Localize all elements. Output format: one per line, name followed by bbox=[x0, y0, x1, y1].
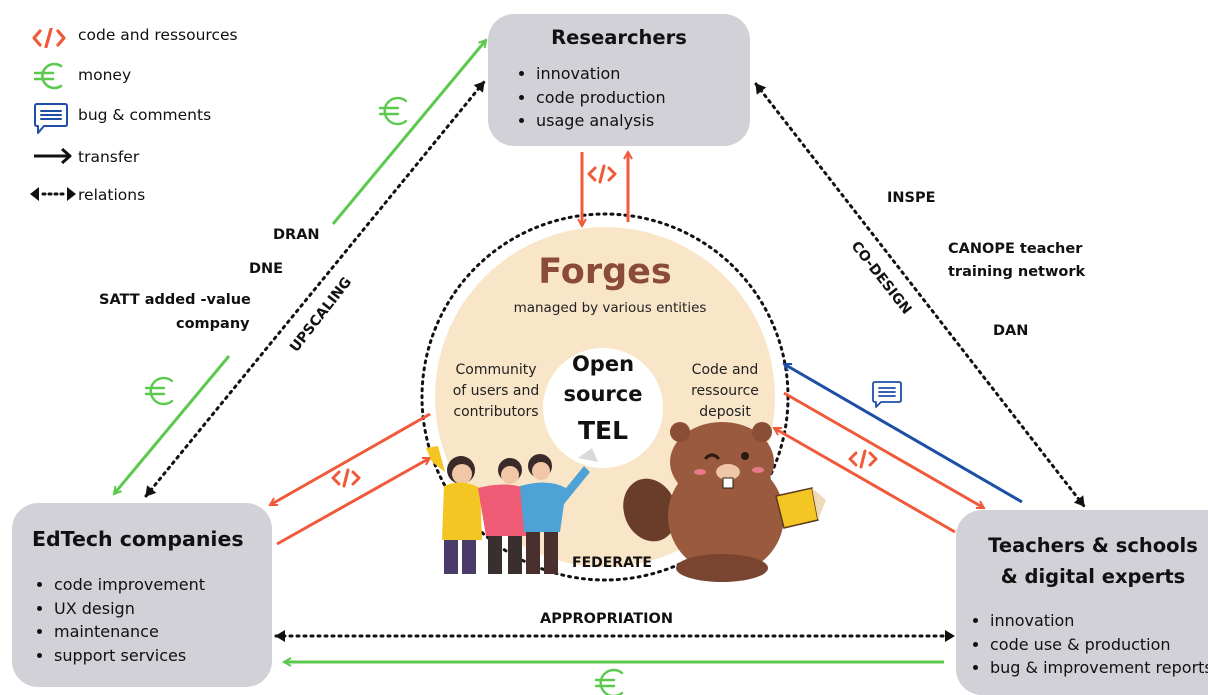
euro-icon bbox=[144, 376, 174, 406]
legend-transfer-label: transfer bbox=[78, 148, 140, 166]
community-line2: of users and bbox=[452, 383, 540, 399]
teachers-title-line2: & digital experts bbox=[1000, 565, 1186, 588]
code-brackets-icon bbox=[32, 28, 66, 48]
canope-label-line2: training network bbox=[948, 264, 1086, 280]
open-source-line3: TEL bbox=[577, 416, 629, 445]
legend-bugs-label: bug & comments bbox=[78, 106, 212, 124]
bug-arrow-teachers-to-forges bbox=[784, 362, 1023, 504]
list-item: code improvement bbox=[54, 573, 205, 597]
list-item: maintenance bbox=[54, 620, 205, 644]
list-item: code use & production bbox=[990, 633, 1208, 657]
legend-code-label: code and ressources bbox=[78, 26, 238, 44]
dran-label: DRAN bbox=[273, 227, 320, 243]
code-arrow-edtech-to-forges bbox=[276, 456, 430, 546]
legend-relations-label: relations bbox=[78, 186, 146, 204]
relation-arrow-researchers-teachers bbox=[754, 82, 1086, 508]
list-item: support services bbox=[54, 644, 205, 668]
list-item: code production bbox=[536, 86, 666, 110]
beaver-illustration bbox=[623, 422, 826, 582]
code-brackets-icon bbox=[587, 164, 617, 184]
relation-arrow-edtech-researchers bbox=[144, 80, 486, 498]
edtech-list: code improvement UX design maintenance s… bbox=[34, 573, 205, 667]
community-line3: contributors bbox=[453, 404, 539, 420]
dan-label: DAN bbox=[993, 323, 1029, 339]
researchers-title: Researchers bbox=[551, 26, 687, 49]
money-arrow-to-researchers bbox=[331, 40, 486, 225]
people-illustration bbox=[426, 446, 598, 574]
satt-label-line2: company bbox=[176, 316, 250, 332]
list-item: innovation bbox=[990, 609, 1208, 633]
code-arrow-forges-to-teachers bbox=[783, 391, 984, 510]
list-item: bug & improvement reports bbox=[990, 656, 1208, 680]
satt-label-line1: SATT added -value bbox=[99, 292, 251, 308]
teachers-list: innovation code use & production bug & i… bbox=[970, 609, 1208, 680]
euro-icon bbox=[34, 62, 63, 90]
researchers-list: innovation code production usage analysi… bbox=[516, 62, 666, 133]
list-item: innovation bbox=[536, 62, 666, 86]
list-item: UX design bbox=[54, 597, 205, 621]
federate-label: FEDERATE bbox=[572, 555, 652, 571]
deposit-line2: ressource bbox=[691, 383, 759, 399]
comment-icon bbox=[872, 381, 902, 408]
community-line1: Community bbox=[455, 362, 537, 378]
relations-arrow-icon bbox=[30, 187, 76, 201]
deposit-line1: Code and bbox=[691, 362, 759, 378]
appropriation-label: APPROPRIATION bbox=[540, 611, 673, 627]
deposit-line3: deposit bbox=[699, 404, 751, 420]
legend-money-label: money bbox=[78, 66, 132, 84]
canope-label-line1: CANOPE teacher bbox=[948, 241, 1083, 257]
forges-subtitle: managed by various entities bbox=[513, 300, 707, 316]
code-brackets-icon bbox=[331, 468, 361, 488]
code-brackets-icon bbox=[848, 449, 878, 469]
teachers-title-line1: Teachers & schools bbox=[988, 534, 1198, 557]
code-arrow-forges-to-edtech bbox=[270, 412, 431, 507]
list-item: usage analysis bbox=[536, 109, 666, 133]
transfer-arrow-icon bbox=[34, 147, 72, 165]
dne-label: DNE bbox=[249, 261, 284, 277]
researchers-box: Researchers innovation code production u… bbox=[488, 14, 750, 146]
legend: code and ressources money bug & comments… bbox=[28, 22, 268, 212]
inspe-label: INSPE bbox=[887, 190, 936, 206]
open-source-line2: source bbox=[563, 382, 643, 406]
open-source-line1: Open bbox=[571, 352, 635, 376]
edtech-box: EdTech companies code improvement UX des… bbox=[12, 503, 272, 687]
forges-title: Forges bbox=[538, 252, 672, 292]
money-arrow-to-edtech bbox=[114, 355, 231, 494]
euro-icon bbox=[378, 96, 408, 126]
open-source-core bbox=[543, 348, 663, 468]
comment-icon bbox=[34, 103, 68, 134]
code-arrow-teachers-to-forges bbox=[774, 426, 956, 534]
euro-icon bbox=[594, 668, 624, 695]
teachers-box: Teachers & schools & digital experts inn… bbox=[956, 510, 1208, 695]
edtech-title: EdTech companies bbox=[32, 527, 244, 551]
